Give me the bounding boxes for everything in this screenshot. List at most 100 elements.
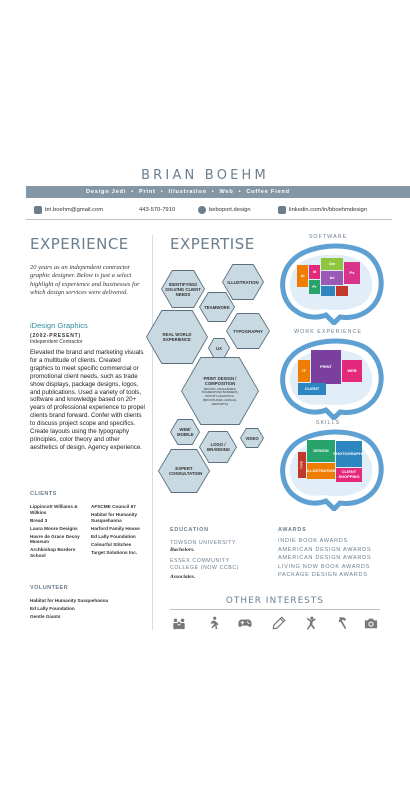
resume-name: BRIAN BOEHM	[141, 168, 269, 183]
other-interests-rule	[170, 609, 380, 610]
work-tile-print: PRINT	[311, 350, 341, 384]
client-item: Archbishop Borders School	[30, 547, 76, 558]
software-tile-pr: Pr	[309, 280, 320, 294]
handle-text: beboport.design	[209, 207, 251, 213]
role-separator: •	[131, 189, 134, 195]
email-text: bri.boehm@gmail.com	[45, 207, 104, 213]
volunteer-item: Habitat for Humanity Susquehanna	[30, 598, 109, 603]
expertise-heading: EXPERTISE	[170, 235, 255, 253]
climbing-icon	[306, 616, 316, 630]
skills-tile-type: TYPE	[298, 452, 306, 478]
experience-intro: 20 years as an independent contractor gr…	[30, 264, 140, 297]
contact-linkedin[interactable]: linkedin.com/in/bboehmdesign	[278, 205, 367, 215]
job-title: iDesign Graphics	[30, 321, 88, 330]
contact-phone[interactable]: 443-570-7910	[130, 205, 175, 215]
clients-col-2: AFSCME Council 67 Habitat for Humanity S…	[91, 504, 151, 558]
hex-label: VIDEO	[245, 435, 259, 441]
volunteer-list: Habitat for Humanity Susquehanna Ed Lall…	[30, 598, 120, 622]
client-item: AFSCME Council 67	[91, 504, 136, 509]
skills-tile-illustration: ILLUSTRATION	[306, 463, 336, 479]
client-item: Ed Lally Foundation	[91, 533, 136, 539]
hex-label: TEAMWORK	[204, 304, 230, 310]
volunteer-item: Gentle Giants	[30, 614, 61, 620]
client-item: Laura Moore Designs	[30, 525, 78, 531]
linkedin-icon	[278, 206, 286, 214]
software-label: SOFTWARE	[308, 234, 348, 240]
column-divider	[152, 235, 153, 630]
awards-list: INDIE BOOK AWARDS AMERICAN DESIGN AWARDS…	[278, 537, 371, 580]
role-separator: •	[211, 189, 215, 195]
education-degree-2: Associates.	[170, 574, 196, 580]
award-item: LIVING NOW BOOK AWARDS	[278, 563, 371, 570]
clients-heading: CLIENTS	[30, 491, 57, 497]
email-icon	[34, 206, 42, 214]
software-tile-ai: Ai	[297, 265, 308, 287]
hex-real-world: REAL WORLD EXPERIENCE	[147, 311, 207, 363]
hex-sublabel: (BOOKS, MAGAZINES, TRADESHOW BANNERS, BO…	[201, 386, 239, 406]
software-tile-id: Id	[309, 265, 320, 279]
work-tile-client: CLIENT	[298, 383, 326, 395]
hex-print: PRINT DESIGN / COMPOSITION (BOOKS, MAGAZ…	[182, 358, 258, 424]
client-item: Target Solutions Inc.	[91, 549, 138, 555]
client-item: Bread 3	[30, 517, 48, 523]
award-item: AMERICAN DESIGN AWARDS	[278, 546, 372, 553]
hex-logo: LOGO / BRANDING	[200, 432, 236, 462]
hex-video: VIDEO	[241, 429, 263, 447]
skills-label: SKILLS	[315, 420, 341, 426]
software-tile-red	[336, 286, 348, 296]
role-item: Illustration	[168, 189, 207, 195]
volunteer-heading: VOLUNTEER	[30, 585, 69, 591]
software-tile-ps: Ps	[344, 262, 360, 284]
education-degree-1: Bachelors.	[170, 547, 195, 553]
award-item: INDIE BOOK AWARDS	[278, 538, 348, 544]
client-item: Havre de Grace Decoy Museum	[30, 533, 80, 545]
header-rule	[26, 219, 392, 220]
skills-tile-client: CLIENT SHOPPING	[336, 468, 362, 482]
pencil-icon	[272, 616, 286, 630]
volunteer-item: Ed Lally Foundation	[30, 606, 75, 612]
job-dates: (2002-PRESENT)	[30, 333, 81, 339]
role-item: Coffee Fiend	[246, 189, 290, 195]
role-separator: •	[238, 189, 242, 195]
hex-label: IDENTIFYING/ SOLVING CLIENT NEEDS	[165, 281, 201, 297]
hex-label: EXPERT CONSULTATION	[169, 466, 203, 476]
hex-label: PRINT DESIGN / COMPOSITION	[203, 375, 237, 386]
family-icon	[173, 618, 185, 630]
hex-ux: UX	[209, 339, 229, 357]
contact-handle[interactable]: beboport.design	[198, 205, 251, 215]
other-interests-heading: OTHER INTERESTS	[225, 596, 325, 606]
skills-tile-photography: PHOTOGRAPHY	[333, 441, 365, 467]
client-item: Colourful Stitches	[91, 541, 132, 547]
education-school-2: ESSEX COMMUNITY COLLEGE (NOW CCBC)	[170, 558, 240, 571]
education-heading: EDUCATION	[170, 527, 209, 533]
work-tile-web: WEB	[342, 360, 362, 382]
award-item: PACKAGE DESIGN AWARDS	[278, 572, 368, 579]
client-item: Lippincott Williams & Wilkins	[30, 504, 78, 515]
phone-icon	[130, 207, 136, 213]
skills-tile-design: DESIGN	[307, 440, 335, 462]
hex-label: UX	[216, 345, 222, 351]
hex-web-mobile: WEB/ MOBILE	[171, 420, 199, 444]
role-item: Design Jedi	[86, 189, 127, 195]
roles-band: Design Jedi• Print• Illustration• Web• C…	[26, 186, 410, 198]
job-description: Elevated the brand and marketing visuals…	[30, 349, 145, 451]
work-tile-it: IT	[298, 360, 310, 382]
hex-label: ILLUSTRATION	[227, 279, 259, 285]
gamepad-icon	[238, 619, 252, 627]
role-item: Web	[219, 189, 234, 195]
linkedin-text: linkedin.com/in/bboehmdesign	[289, 207, 367, 213]
hex-label: LOGO / BRANDING	[207, 442, 231, 452]
running-icon	[210, 616, 219, 630]
role-item: Print	[138, 189, 156, 195]
award-item: AMERICAN DESIGN AWARDS	[278, 555, 372, 562]
location-pin-icon	[198, 206, 206, 214]
job-role: Independent Contractor	[30, 339, 83, 345]
work-experience-label: WORK EXPERIENCE	[293, 329, 363, 335]
hex-label: WEB/ MOBILE	[177, 427, 194, 437]
contact-email[interactable]: bri.boehm@gmail.com	[34, 205, 103, 215]
hex-expert: EXPERT CONSULTATION	[159, 450, 209, 492]
education-school-1: TOWSON UNIVERSITY	[170, 540, 237, 546]
phone-text: 443-570-7910	[139, 207, 176, 213]
clients-col-1: Lippincott Williams & Wilkins Bread 3 La…	[30, 504, 90, 561]
software-tile-ae: Ae	[321, 271, 343, 285]
